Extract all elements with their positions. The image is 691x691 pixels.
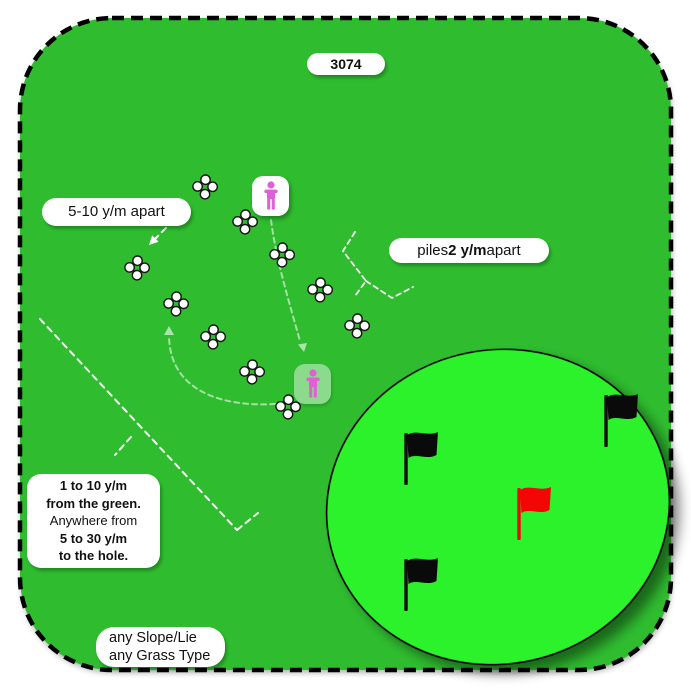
black-flag-marker — [404, 558, 438, 611]
return-path-arrow — [164, 326, 294, 406]
putting-green — [325, 348, 671, 666]
golfer-marker-start — [252, 176, 289, 216]
drill-number: 3074 — [330, 55, 362, 72]
drill-number-badge: 3074 — [307, 53, 385, 75]
ball-pile — [307, 277, 333, 303]
person-icon — [263, 181, 278, 210]
ball-pile — [200, 324, 226, 350]
person-icon — [305, 369, 320, 398]
ball-pile — [232, 209, 258, 235]
ball-pile — [275, 394, 301, 420]
ball-pile — [192, 174, 218, 200]
piles-distance-label: piles 2 y/m apart — [389, 238, 549, 263]
red-flag-marker — [517, 487, 551, 540]
ball-pile — [163, 291, 189, 317]
pile-spacing-bracket — [341, 231, 414, 300]
ball-pile — [124, 255, 150, 281]
conditions-label: any Slope/Lie any Grass Type — [96, 627, 225, 667]
walk-path-arrow — [270, 219, 307, 352]
ball-pile — [269, 242, 295, 268]
flags-layer — [404, 394, 638, 611]
golfer-marker-target — [294, 364, 331, 404]
field-boundary-dashed — [17, 15, 674, 673]
ball-pile — [239, 359, 265, 385]
black-flag-marker — [404, 432, 438, 485]
drop-zone-dashed-lines — [39, 318, 259, 531]
ball-pile — [344, 313, 370, 339]
black-flag-marker — [604, 394, 638, 447]
spacing-label: 5-10 y/m apart — [42, 198, 191, 226]
distance-note: 1 to 10 y/m from the green. Anywhere fro… — [27, 474, 160, 568]
ball-piles-layer — [124, 174, 370, 420]
